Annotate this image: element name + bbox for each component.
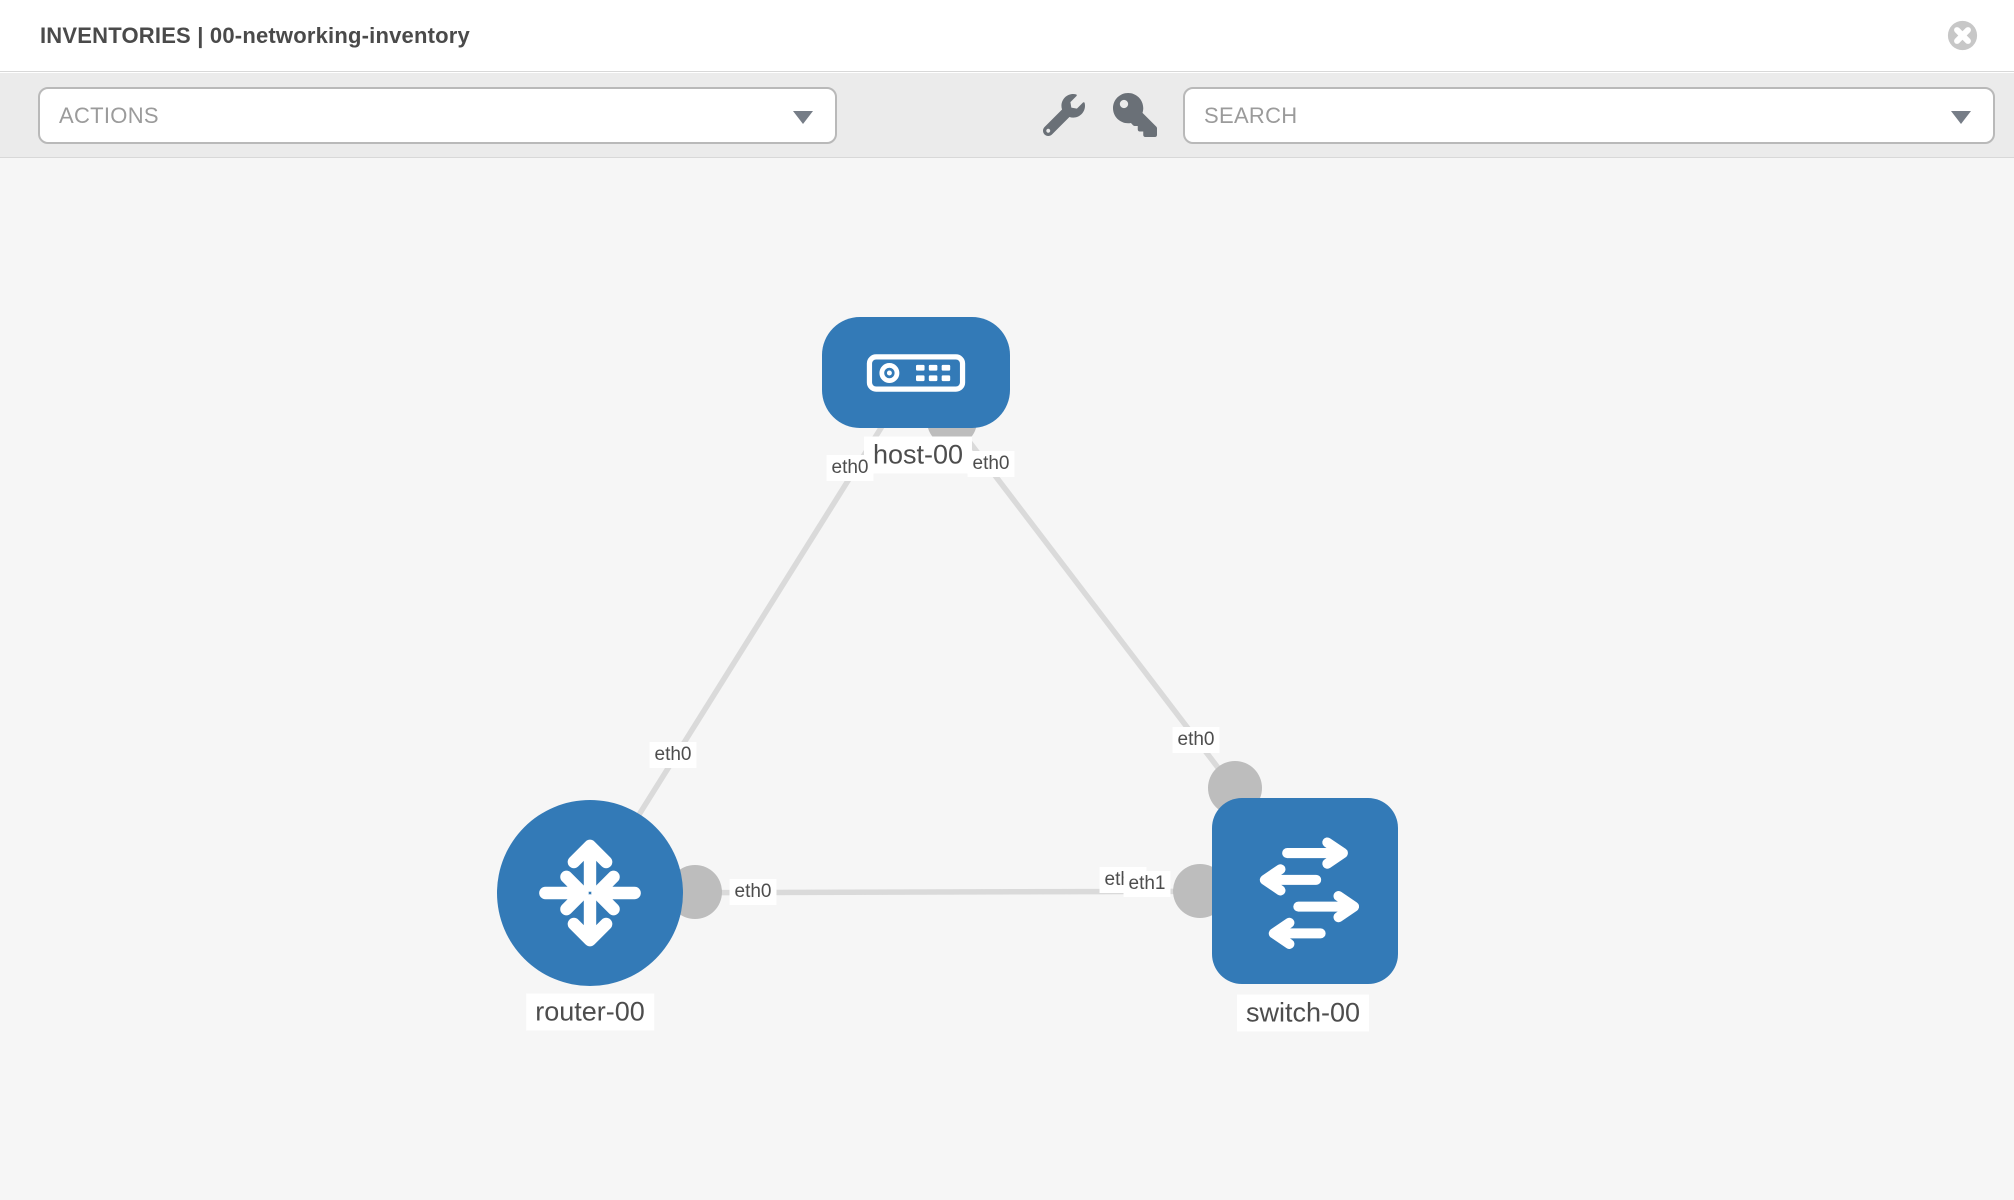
chevron-down-icon (793, 110, 813, 124)
interface-label-router-eth0: eth0 (649, 742, 697, 768)
chevron-down-icon (1951, 110, 1971, 124)
close-button[interactable] (1947, 20, 1978, 51)
router-icon (539, 839, 641, 947)
node-host-00[interactable] (822, 317, 1010, 428)
credentials-button[interactable] (1107, 87, 1163, 143)
interface-label-router-eth0: eth0 (729, 879, 777, 905)
wrench-icon (1043, 94, 1085, 136)
interface-label-host-eth0: eth0 (967, 451, 1015, 477)
node-label-router-00: router-00 (526, 993, 654, 1031)
interface-label-host-eth0: eth0 (826, 455, 874, 481)
node-router-00[interactable] (497, 800, 683, 986)
interface-label-switch-eth0: eth0 (1172, 727, 1220, 753)
actions-dropdown[interactable]: ACTIONS (38, 87, 837, 144)
switch-icon (1259, 837, 1360, 949)
search-dropdown-label: SEARCH (1204, 102, 1298, 128)
toolbar: ACTIONS SEARCH (0, 73, 2014, 158)
host-icon (866, 353, 966, 392)
node-label-switch-00: switch-00 (1236, 994, 1370, 1032)
node-switch-00[interactable] (1212, 798, 1398, 984)
header: INVENTORIES | 00-networking-inventory (0, 0, 2014, 72)
key-icon (1113, 93, 1157, 137)
interface-label-switch-eth1: eth1 (1123, 871, 1171, 897)
configure-button[interactable] (1036, 87, 1092, 143)
node-label-host-00: host-00 (863, 436, 973, 474)
close-icon (1947, 20, 1978, 51)
search-dropdown[interactable]: SEARCH (1183, 87, 1995, 144)
actions-dropdown-label: ACTIONS (59, 102, 159, 128)
topology-canvas[interactable]: host-00 router-00 switch-00 eth0 eth0 et… (0, 158, 2014, 1200)
links-layer (587, 370, 1306, 919)
page-title: INVENTORIES | 00-networking-inventory (40, 22, 470, 48)
